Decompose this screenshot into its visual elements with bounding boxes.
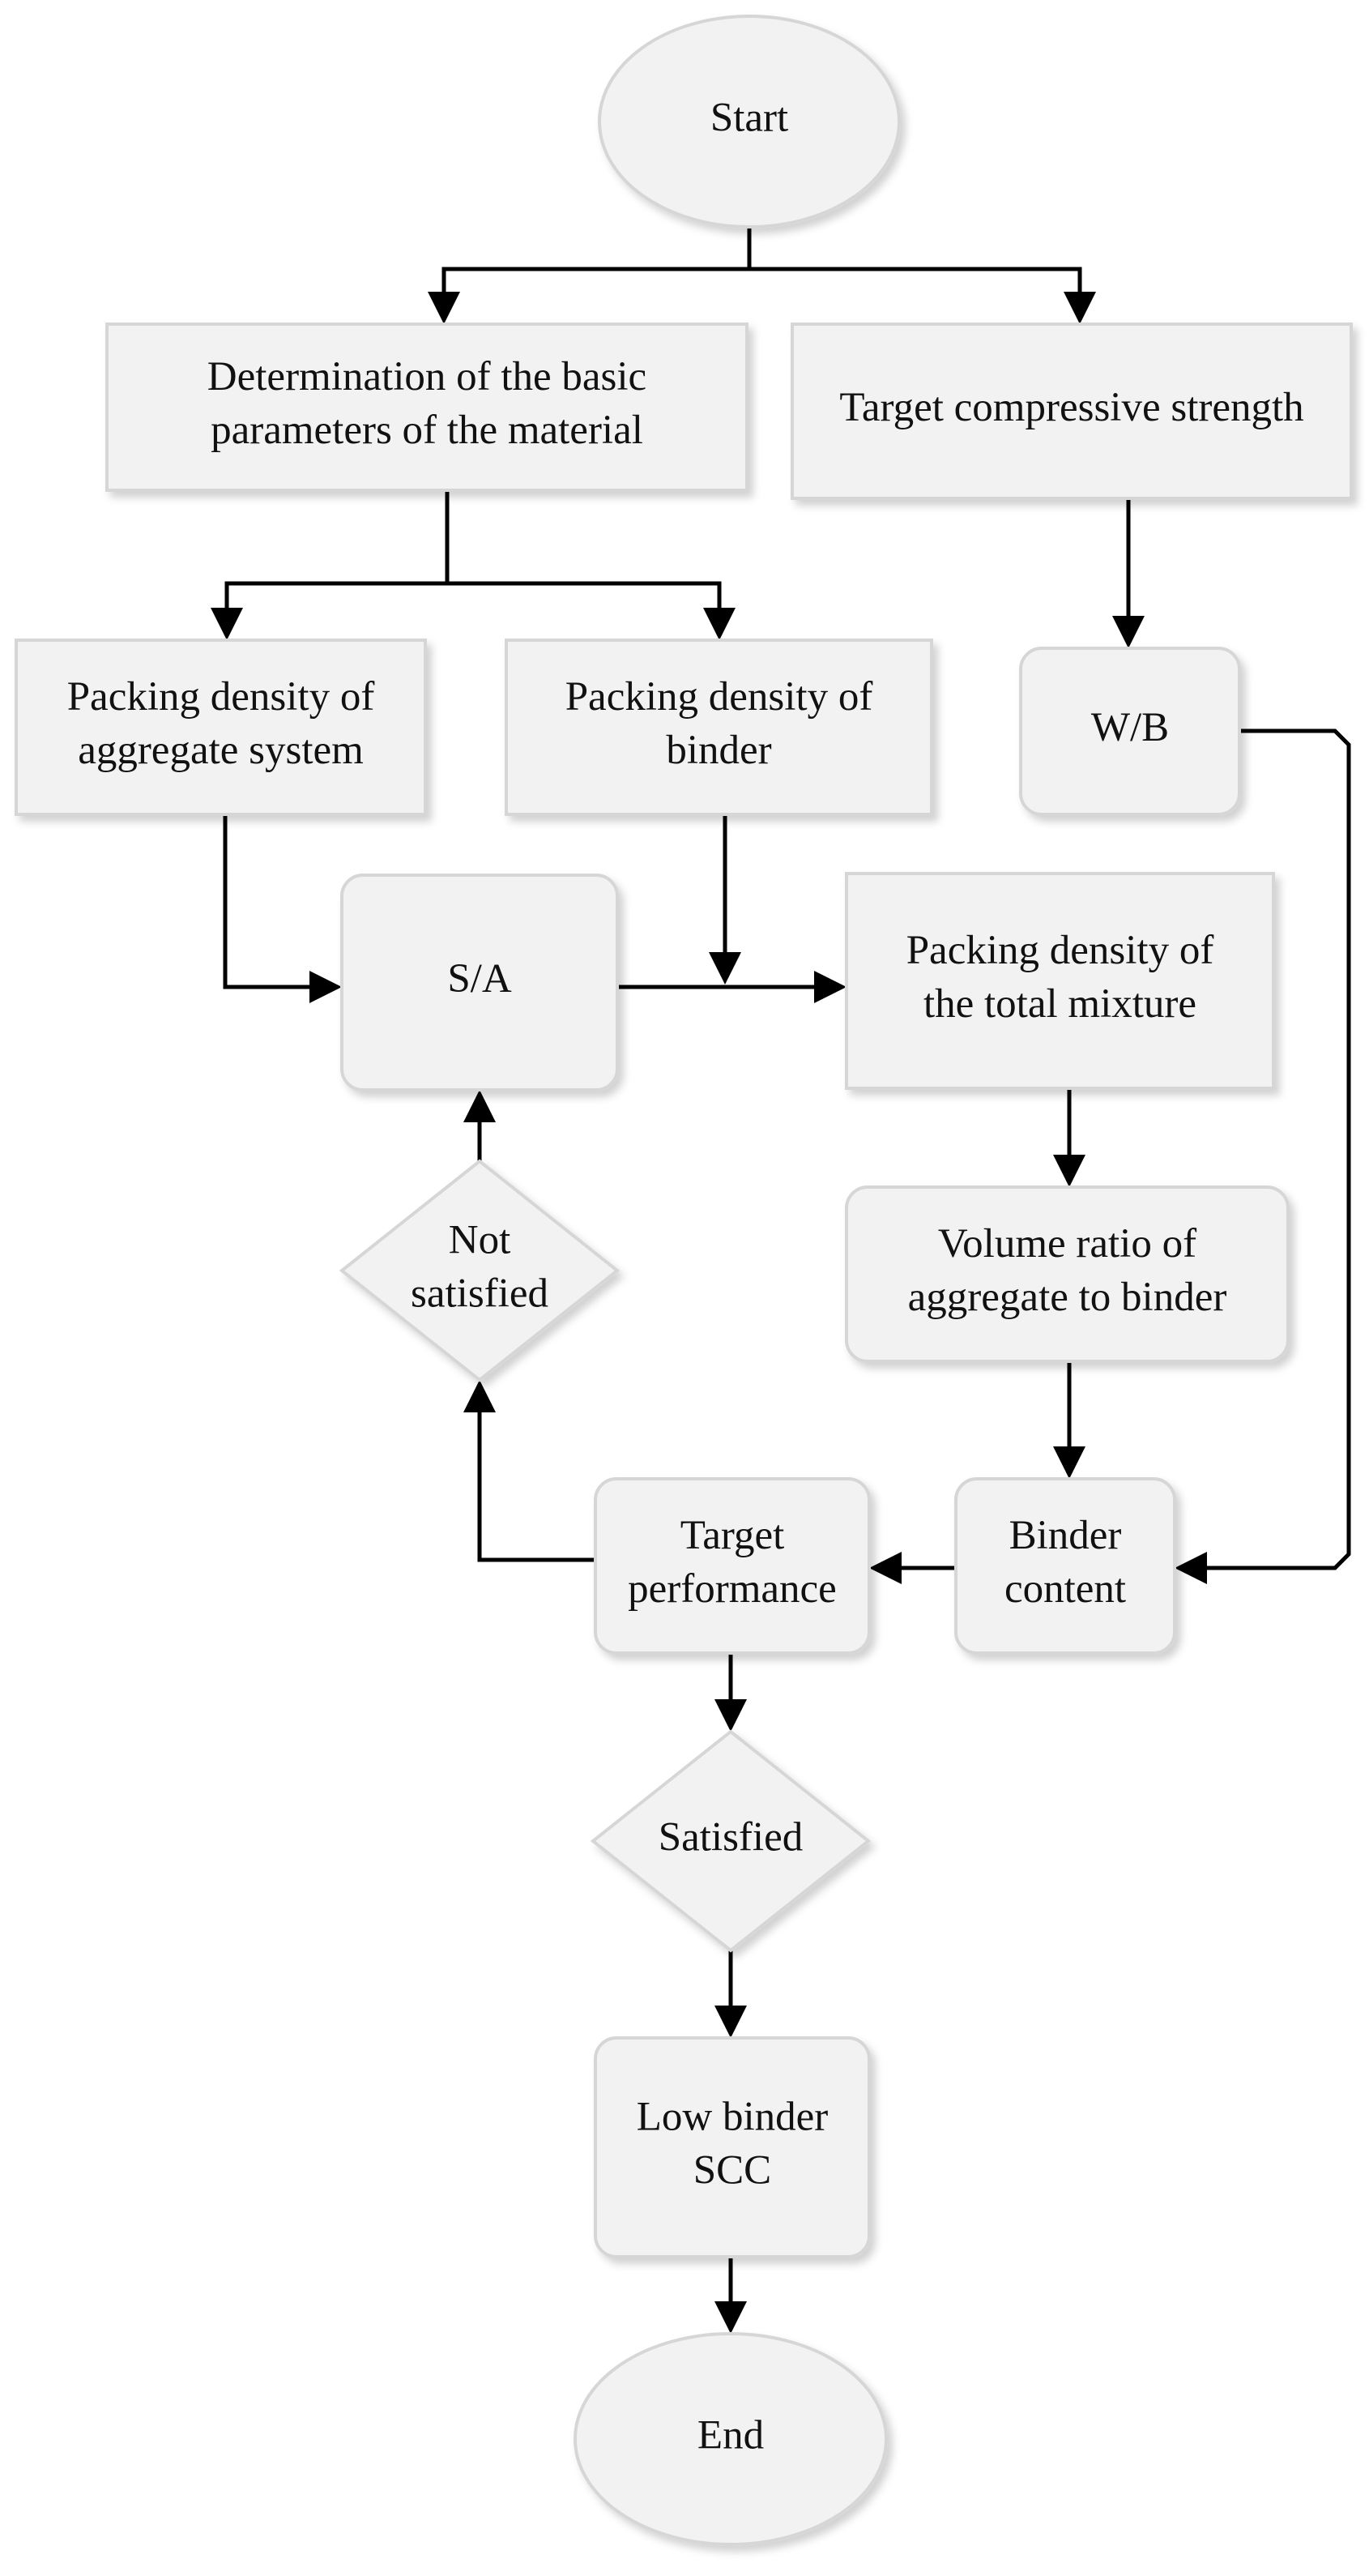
node-label: End <box>697 2413 764 2459</box>
node-label: performance <box>628 1566 837 1612</box>
process-box <box>845 1185 1290 1363</box>
node-label: S/A <box>447 956 512 1002</box>
process-box <box>791 323 1353 500</box>
arrow-basic-params-to-packing-aggregate <box>211 492 450 640</box>
node-label: satisfied <box>411 1271 548 1317</box>
arrow-packing-aggregate-to-sa <box>223 816 342 1003</box>
node-label: Packing density of <box>906 928 1214 973</box>
node-label: the total mixture <box>923 981 1196 1027</box>
arrow-start-to-target-strength <box>749 267 1096 324</box>
process-box <box>594 1477 871 1655</box>
node-packing-binder: Packing density of binder <box>505 639 933 816</box>
node-label: Satisfied <box>659 1815 803 1860</box>
node-label: Volume ratio of <box>938 1221 1196 1267</box>
process-box <box>340 874 619 1091</box>
node-sa: S/A <box>340 874 619 1091</box>
decision-diamond <box>590 1729 872 1953</box>
node-wb: W/B <box>1019 647 1241 816</box>
decision-diamond <box>339 1159 621 1382</box>
node-label: aggregate to binder <box>908 1275 1227 1320</box>
node-label: Target <box>680 1513 785 1558</box>
process-box <box>505 639 933 816</box>
node-packing-aggregate: Packing density of aggregate system <box>15 639 427 816</box>
node-basic-params: Determination of the basic parameters of … <box>105 323 748 492</box>
node-label: SCC <box>693 2148 771 2194</box>
arrow-wb-to-binder-content <box>1175 728 1351 1584</box>
node-label: Target compressive strength <box>839 385 1303 430</box>
node-volume-ratio: Volume ratio of aggregate to binder <box>845 1185 1290 1363</box>
node-label: Low binder <box>637 2095 829 2140</box>
node-target-strength: Target compressive strength <box>791 323 1353 500</box>
arrow-start-to-basic-params <box>428 229 752 324</box>
node-packing-total: Packing density of the total mixture <box>845 872 1275 1090</box>
node-satisfied: Satisfied <box>590 1729 872 1953</box>
process-box <box>594 2036 871 2258</box>
process-box <box>105 323 748 492</box>
node-label: content <box>1004 1566 1126 1612</box>
arrow-basic-params-to-packing-binder <box>447 581 736 640</box>
node-label: aggregate system <box>78 728 364 773</box>
arrow-target-performance-to-not-satisfied <box>463 1380 595 1562</box>
node-label: Packing density of <box>565 674 873 720</box>
node-label: Determination of the basic <box>207 354 646 399</box>
process-box <box>845 872 1275 1090</box>
node-target-performance: Target performance <box>594 1477 871 1655</box>
node-label: binder <box>666 728 771 773</box>
process-box <box>1019 647 1241 816</box>
node-end: End <box>574 2332 888 2546</box>
terminal-ellipse <box>574 2332 888 2546</box>
node-not-satisfied: Not satisfied <box>339 1159 621 1382</box>
process-box <box>954 1477 1176 1655</box>
process-box <box>15 639 427 816</box>
node-label: W/B <box>1091 705 1169 750</box>
node-label: Packing density of <box>67 674 375 720</box>
node-start: Start <box>598 15 901 229</box>
node-label: Binder <box>1009 1513 1122 1558</box>
node-label: Start <box>710 96 788 141</box>
node-label: parameters of the material <box>211 408 643 453</box>
node-label: Not <box>449 1218 511 1263</box>
terminal-ellipse <box>598 15 901 229</box>
node-binder-content: Binder content <box>954 1477 1176 1655</box>
